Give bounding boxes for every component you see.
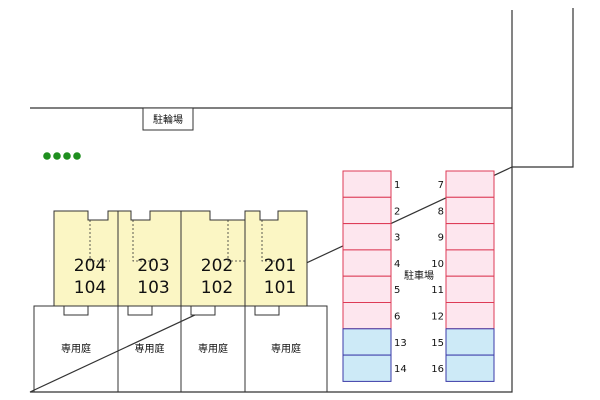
parking-space-14: 14 [342, 354, 407, 382]
bicycle-parking-label: 駐輪場 [153, 113, 183, 126]
tree-icon [53, 152, 61, 160]
parking-space-6: 6 [342, 302, 400, 330]
unit-number-upper: 201 [264, 256, 296, 276]
parking-space-number: 2 [394, 206, 400, 217]
parking-space-2: 2 [342, 196, 400, 225]
private-garden: 専用庭 [180, 305, 246, 393]
parking-space-number: 16 [431, 364, 444, 375]
parking-space-number: 12 [431, 312, 444, 323]
parking-space-9: 9 [438, 223, 495, 251]
tree-icon [43, 152, 51, 160]
parking-space-1: 1 [342, 170, 400, 198]
parking-space-13: 13 [342, 328, 407, 356]
unit-number-lower: 101 [264, 278, 296, 298]
parking-space-number: 10 [431, 259, 444, 270]
unit-number-upper: 203 [137, 256, 169, 276]
private-garden-label: 専用庭 [135, 342, 165, 355]
parking-space-number: 6 [394, 312, 400, 323]
unit-number-upper: 204 [74, 256, 106, 276]
parking-space-number: 11 [431, 285, 444, 296]
private-garden: 専用庭 [33, 305, 119, 393]
parking-space-11: 11 [431, 275, 495, 304]
parking-space-8: 8 [438, 196, 495, 225]
bicycle-parking: 駐輪場 [142, 107, 194, 131]
parking-space-number: 4 [394, 259, 400, 270]
parking-space-12: 12 [431, 302, 495, 330]
tree-icon [63, 152, 71, 160]
trees [43, 152, 81, 160]
parking-space-3: 3 [342, 223, 400, 251]
parking-space-number: 1 [394, 180, 400, 191]
parking-space-10: 10 [431, 249, 495, 277]
unit-number-lower: 102 [201, 278, 233, 298]
unit-number-lower: 103 [137, 278, 169, 298]
parking-space-16: 16 [431, 354, 495, 382]
parking-space-7: 7 [438, 170, 495, 198]
parking-space-4: 4 [342, 249, 400, 277]
private-garden: 専用庭 [117, 305, 182, 393]
parking-space-number: 5 [394, 285, 400, 296]
parking-space-number: 8 [438, 206, 444, 217]
private-garden-label: 専用庭 [271, 342, 301, 355]
private-gardens: 専用庭 専用庭 専用庭 専用庭 [33, 305, 328, 393]
private-garden-label: 専用庭 [198, 342, 228, 355]
parking-space-number: 7 [438, 180, 444, 191]
unit-number-upper: 202 [201, 256, 233, 276]
parking-lot-label: 駐車場 [404, 269, 434, 282]
parking-space-number: 15 [431, 338, 444, 349]
parking-space-number: 13 [394, 338, 407, 349]
parking-space-number: 3 [394, 233, 400, 244]
parking-space-15: 15 [431, 328, 495, 356]
parking-space-5: 5 [342, 275, 400, 304]
private-garden-label: 専用庭 [61, 342, 91, 355]
parking-space-number: 9 [438, 233, 444, 244]
parking-space-number: 14 [394, 364, 407, 375]
private-garden: 専用庭 [244, 305, 328, 393]
tree-icon [73, 152, 81, 160]
unit-number-lower: 104 [74, 278, 106, 298]
